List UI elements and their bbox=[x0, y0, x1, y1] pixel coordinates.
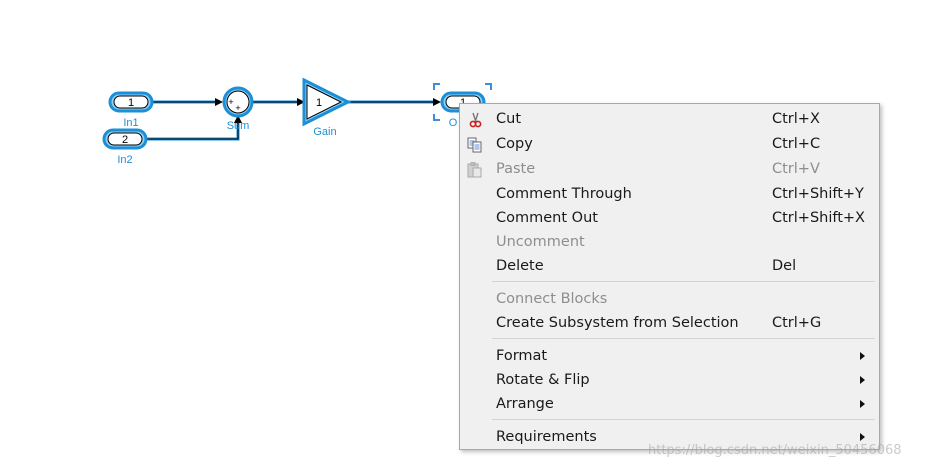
menu-item-shortcut: Ctrl+V bbox=[772, 161, 820, 177]
menu-item-arrange[interactable]: Arrange bbox=[460, 392, 879, 416]
menu-item-requirements[interactable]: Requirements bbox=[460, 425, 879, 449]
menu-item-paste[interactable]: Paste Ctrl+V bbox=[460, 157, 879, 181]
menu-item-label: Rotate & Flip bbox=[496, 372, 590, 388]
out1-label: O bbox=[449, 117, 458, 129]
paste-icon bbox=[466, 161, 484, 179]
menu-item-delete[interactable]: Delete Del bbox=[460, 254, 879, 278]
watermark: https://blog.csdn.net/weixin_50456068 bbox=[648, 443, 902, 458]
menu-item-comment-out[interactable]: Comment Out Ctrl+Shift+X bbox=[460, 206, 879, 230]
menu-item-cut[interactable]: Cut Ctrl+X bbox=[460, 107, 879, 131]
selection-handles[interactable] bbox=[433, 83, 492, 121]
menu-item-format[interactable]: Format bbox=[460, 344, 879, 368]
signal-line-in2-to-sum[interactable] bbox=[146, 115, 242, 141]
menu-item-comment-through[interactable]: Comment Through Ctrl+Shift+Y bbox=[460, 182, 879, 206]
menu-item-rotate-flip[interactable]: Rotate & Flip bbox=[460, 368, 879, 392]
sum-sign-2: + bbox=[235, 103, 240, 113]
submenu-arrow-icon bbox=[860, 352, 865, 360]
submenu-arrow-icon bbox=[860, 376, 865, 384]
submenu-arrow-icon bbox=[860, 400, 865, 408]
menu-item-label: Uncomment bbox=[496, 234, 585, 250]
menu-separator bbox=[492, 419, 875, 420]
menu-item-create-subsystem[interactable]: Create Subsystem from Selection Ctrl+G bbox=[460, 311, 879, 335]
menu-item-shortcut: Ctrl+X bbox=[772, 111, 820, 127]
submenu-arrow-icon bbox=[860, 433, 865, 441]
sum-label: Sum bbox=[227, 120, 250, 132]
menu-item-copy[interactable]: Copy Ctrl+C bbox=[460, 132, 879, 156]
gain-label: Gain bbox=[313, 126, 336, 138]
scissors-icon bbox=[466, 111, 484, 129]
in2-label: In2 bbox=[117, 154, 132, 166]
gain-block[interactable]: 1 Gain bbox=[302, 77, 352, 138]
menu-item-label: Comment Out bbox=[496, 210, 598, 226]
menu-item-label: Create Subsystem from Selection bbox=[496, 315, 739, 331]
menu-item-label: Cut bbox=[496, 111, 521, 127]
menu-item-shortcut: Ctrl+Shift+X bbox=[772, 210, 865, 226]
menu-item-shortcut: Ctrl+Shift+Y bbox=[772, 186, 864, 202]
menu-separator bbox=[492, 281, 875, 282]
sum-sign-1: + bbox=[228, 97, 233, 107]
menu-item-label: Format bbox=[496, 348, 548, 364]
inport-block-in2[interactable]: 2 In2 bbox=[102, 128, 148, 166]
menu-item-uncomment[interactable]: Uncomment bbox=[460, 230, 879, 254]
menu-item-shortcut: Del bbox=[772, 258, 797, 274]
menu-item-label: Delete bbox=[496, 258, 544, 274]
copy-icon bbox=[466, 136, 484, 154]
menu-item-shortcut: Ctrl+C bbox=[772, 136, 821, 152]
menu-item-label: Connect Blocks bbox=[496, 291, 608, 307]
menu-item-connect-blocks[interactable]: Connect Blocks bbox=[460, 287, 879, 311]
menu-item-label: Paste bbox=[496, 161, 536, 177]
menu-separator bbox=[492, 338, 875, 339]
menu-item-label: Comment Through bbox=[496, 186, 632, 202]
context-menu[interactable]: Cut Ctrl+X Copy Ctrl+C Paste Ctrl+V Comm… bbox=[459, 103, 880, 450]
inport-block-in1[interactable]: 1 In1 bbox=[108, 91, 154, 129]
in1-port-number: 1 bbox=[128, 97, 134, 109]
menu-item-label: Copy bbox=[496, 136, 533, 152]
sum-block[interactable]: + + Sum bbox=[222, 86, 254, 132]
gain-value: 1 bbox=[316, 97, 322, 109]
in1-label: In1 bbox=[123, 117, 138, 129]
menu-item-shortcut: Ctrl+G bbox=[772, 315, 822, 331]
menu-item-label: Requirements bbox=[496, 429, 597, 445]
in2-port-number: 2 bbox=[122, 134, 128, 146]
menu-item-label: Arrange bbox=[496, 396, 554, 412]
